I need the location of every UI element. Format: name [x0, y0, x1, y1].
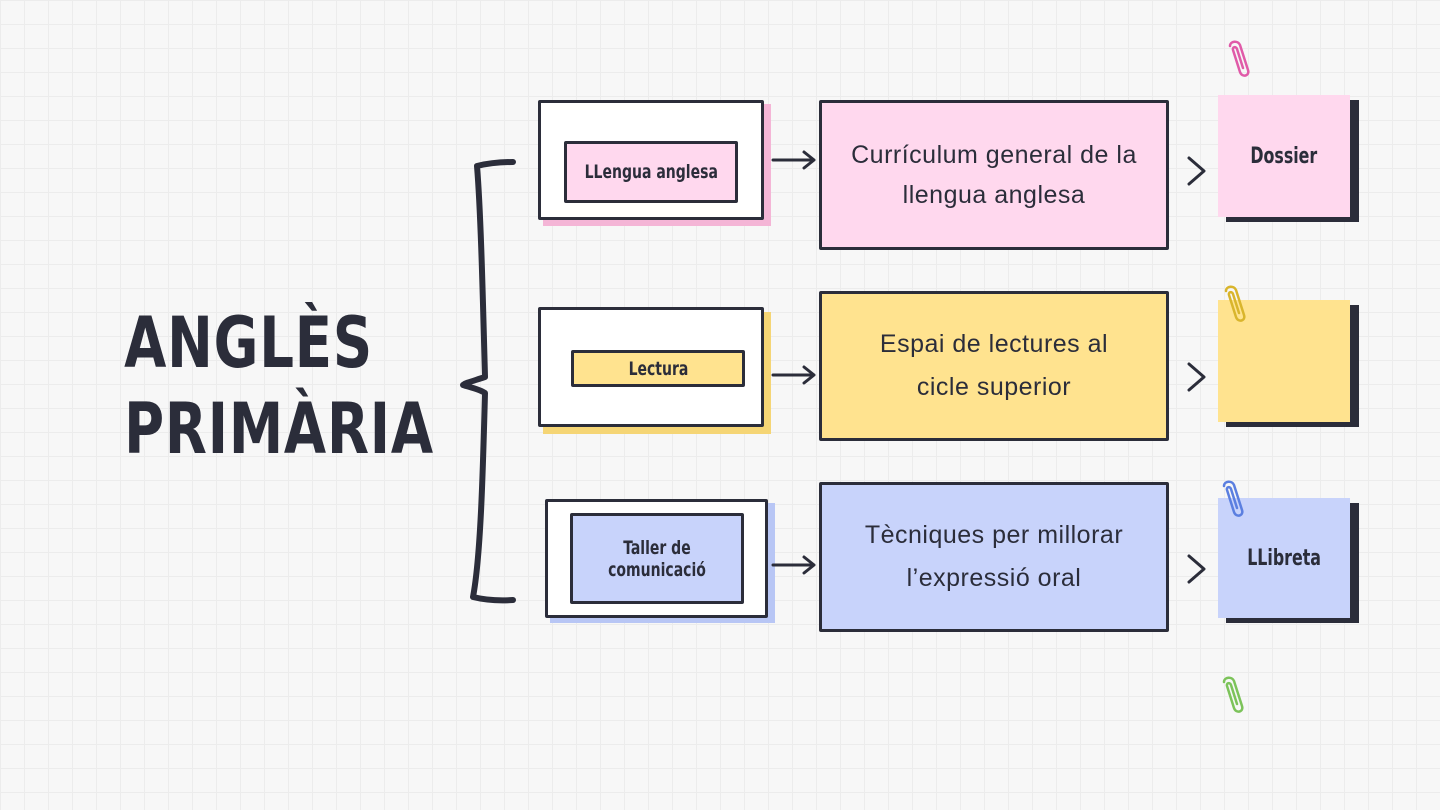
description-box-2: Espai de lectures al cicle superior	[819, 291, 1169, 441]
sticky-note-1: Dossier	[1218, 95, 1350, 217]
note-text-3: LLibreta	[1247, 545, 1321, 571]
title-line-2: PRIMÀRIA	[124, 388, 434, 470]
chevron-right-icon	[1187, 362, 1206, 392]
title-line-1: ANGLÈS	[124, 302, 373, 384]
arrow-1	[771, 150, 816, 170]
description-text-1: Currículum general de la llengua anglesa	[851, 141, 1137, 209]
arrow-2	[771, 365, 816, 385]
curly-brace	[460, 159, 516, 604]
description-text-2: Espai de lectures al cicle superior	[879, 330, 1109, 401]
description-box-3: Tècniques per millorar l’expressió oral	[819, 482, 1169, 632]
paperclip-blue-icon	[1222, 480, 1244, 517]
chevron-right-icon	[1187, 156, 1206, 186]
diagram-title: ANGLÈS PRIMÀRIA	[124, 300, 434, 472]
paperclip-pink-icon	[1228, 40, 1250, 77]
chevron-right-icon	[1187, 554, 1206, 584]
description-box-1: Currículum general de la llengua anglesa	[819, 100, 1169, 250]
label-text-2: Lectura	[628, 357, 688, 380]
description-text-3: Tècniques per millorar l’expressió oral	[864, 521, 1124, 592]
label-text-1: LLengua anglesa	[584, 161, 718, 183]
paperclip-green-icon	[1222, 676, 1244, 713]
label-tag-2: Lectura	[571, 350, 745, 387]
label-text-3: Taller de comunicació	[608, 536, 706, 581]
paperclip-yellow-icon	[1224, 285, 1246, 322]
sticky-note-3: LLibreta	[1218, 498, 1350, 618]
note-text-1: Dossier	[1250, 143, 1318, 169]
label-tag-3: Taller de comunicació	[570, 513, 744, 604]
arrow-3	[771, 555, 816, 575]
label-tag-1: LLengua anglesa	[564, 141, 738, 203]
